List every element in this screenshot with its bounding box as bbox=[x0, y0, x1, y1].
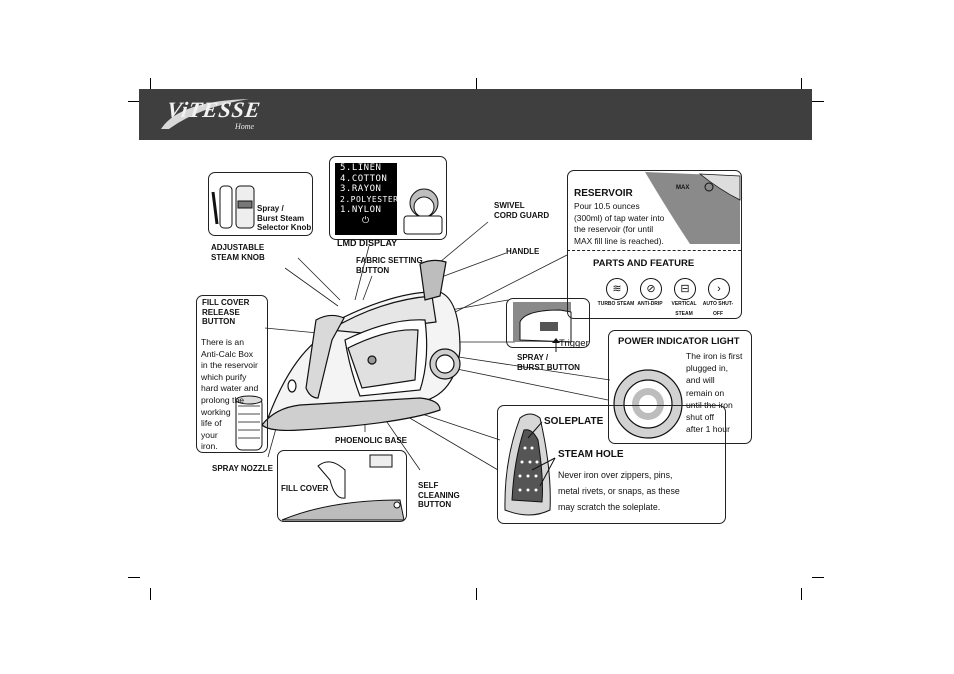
brand-sub: Home bbox=[235, 122, 255, 131]
anti-calc-box bbox=[196, 295, 268, 453]
power-icon: ⏻ bbox=[362, 215, 370, 226]
swivel-cord-label: SWIVEL CORD GUARD bbox=[494, 201, 550, 220]
lmd-line: 3.RAYON bbox=[340, 184, 382, 195]
trigger-label: Trigger bbox=[559, 338, 589, 349]
soleplate-title: SOLEPLATE bbox=[544, 416, 604, 427]
lmd-box bbox=[329, 156, 447, 240]
crop-mark bbox=[128, 101, 140, 102]
crop-mark bbox=[801, 588, 802, 600]
power-indicator-box bbox=[608, 330, 752, 444]
header-band: ViTESSE Home bbox=[139, 89, 812, 140]
reservoir-box bbox=[567, 170, 742, 319]
fill-cover-label: FILL COVER bbox=[281, 484, 329, 493]
power-title: POWER INDICATOR LIGHT bbox=[618, 336, 740, 347]
lmd-display-label: LMD DISPLAY bbox=[337, 238, 398, 248]
anti-calc-text: There is an Anti-Calc Box in the reservo… bbox=[201, 337, 259, 452]
anti-drip-icon: ⊘ bbox=[640, 278, 662, 300]
lmd-line: 2.POLYESTER bbox=[340, 194, 399, 204]
fill-cover-box bbox=[277, 450, 407, 522]
parts-icon-label: VERTICAL STEAM bbox=[671, 301, 697, 317]
max-line-label: MAX bbox=[676, 185, 690, 191]
soleplate-text: Never iron over zippers, pins, metal riv… bbox=[558, 470, 680, 513]
spray-burst-knob-label: Spray / Burst Steam Selector Knob bbox=[257, 204, 312, 232]
lmd-line: 1.NYLON bbox=[340, 205, 382, 216]
auto-shutoff-icon: › bbox=[708, 278, 730, 300]
parts-title: PARTS AND FEATURE bbox=[593, 258, 695, 269]
power-text: The iron is first plugged in, and will r… bbox=[686, 351, 743, 435]
soleplate-box bbox=[497, 405, 726, 524]
crop-mark bbox=[801, 78, 802, 90]
reservoir-text: Pour 10.5 ounces (300ml) of tap water in… bbox=[574, 201, 665, 246]
crop-mark bbox=[150, 78, 151, 90]
crop-mark bbox=[812, 577, 824, 578]
adjustable-steam-label: ADJUSTABLE STEAM KNOB bbox=[211, 243, 265, 262]
crop-mark bbox=[812, 101, 824, 102]
crop-mark bbox=[476, 588, 477, 600]
lmd-line: 4.COTTON bbox=[340, 173, 388, 184]
steam-hole-title: STEAM HOLE bbox=[558, 449, 624, 460]
spray-burst-button-label: SPRAY / BURST BUTTON bbox=[517, 353, 580, 372]
parts-icon-label: ANTI-DRIP bbox=[637, 301, 663, 307]
lmd-line: 5.LINEN bbox=[340, 163, 382, 173]
spray-nozzle-label: SPRAY NOZZLE bbox=[212, 464, 273, 473]
turbo-steam-icon: ≋ bbox=[606, 278, 628, 300]
fill-cover-release-label: FILL COVER RELEASE BUTTON bbox=[202, 298, 250, 326]
phoenolic-base-label: PHOENOLIC BASE bbox=[335, 436, 408, 445]
reservoir-title: RESERVOIR bbox=[574, 188, 633, 199]
crop-mark bbox=[476, 78, 477, 90]
logo-swoosh-icon bbox=[161, 99, 249, 129]
fabric-setting-label: FABRIC SETTING BUTTON bbox=[356, 256, 423, 275]
lmd-display: 5.LINEN 4.COTTON 3.RAYON 2.POLYESTER 1.N… bbox=[335, 163, 399, 235]
divider bbox=[567, 250, 741, 251]
vertical-steam-icon: ⊟ bbox=[674, 278, 696, 300]
parts-icon-label: AUTO SHUT-OFF bbox=[702, 301, 734, 317]
trigger-box bbox=[506, 298, 590, 348]
parts-icon-label: TURBO STEAM bbox=[597, 301, 635, 307]
crop-mark bbox=[150, 588, 151, 600]
steam-knob-box bbox=[208, 172, 313, 236]
self-cleaning-label: SELF CLEANING BUTTON bbox=[418, 481, 460, 509]
crop-mark bbox=[128, 577, 140, 578]
handle-label: HANDLE bbox=[506, 247, 540, 256]
